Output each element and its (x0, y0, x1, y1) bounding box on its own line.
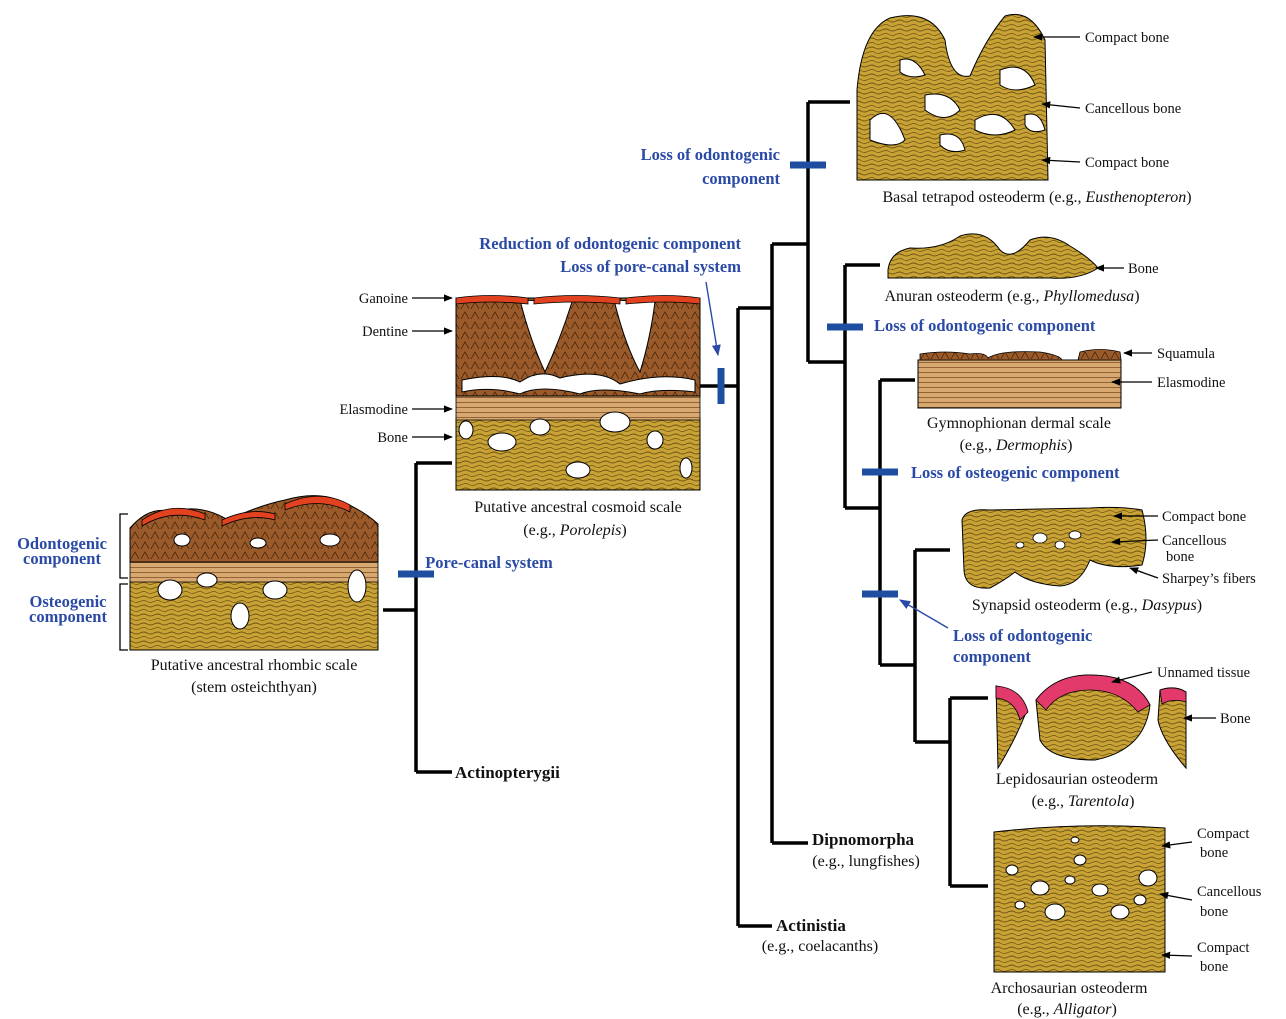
bracket-odontogenic (120, 514, 128, 578)
anuran-bone: Bone (1128, 261, 1159, 277)
cosmoid-caption-1: Putative ancestral cosmoid scale (474, 499, 681, 516)
loss-amphibian-label: Loss of odontogenic component (874, 316, 1096, 335)
archo-caption-2: (e.g., Alligator) (1017, 1001, 1117, 1018)
loss-osteo-label: Loss of osteogenic component (911, 463, 1120, 482)
rhombic-caption-2: (stem osteichthyan) (191, 679, 317, 696)
lepido-caption-1: Lepidosaurian osteoderm (996, 771, 1159, 788)
loss-synapsid-line-2: component (953, 647, 1031, 666)
basal-cancellous: Cancellous bone (1085, 101, 1181, 117)
arrow-basal-cancellous (1042, 104, 1080, 108)
branch-amniota (915, 550, 950, 742)
synapsid-osteoderm (962, 507, 1146, 588)
gymno-caption-2: (e.g., Dermophis) (960, 437, 1073, 454)
bone-label: Bone (377, 430, 408, 446)
component-brackets (120, 514, 128, 650)
dentine-label: Dentine (362, 324, 408, 340)
synapsid-bone (962, 507, 1146, 588)
basal-osteoderm (857, 14, 1048, 180)
dipnomorpha-eg: (e.g., lungfishes) (812, 853, 920, 870)
anuran-caption: Anuran osteoderm (e.g., Phyllomedusa) (884, 288, 1139, 305)
synapsid-caption: Synapsid osteoderm (e.g., Dasypus) (972, 597, 1202, 614)
cosmoid-elasmodine-layer (456, 394, 700, 420)
gymno-elasmodine-label: Elasmodine (1157, 375, 1225, 391)
basal-compact-2: Compact bone (1085, 155, 1169, 171)
archo-compact-1a: Compact (1197, 826, 1249, 842)
lepido-caption-2: (e.g., Tarentola) (1032, 793, 1135, 810)
rhombic-scale (130, 496, 378, 650)
branch-osteichthyes (416, 463, 452, 772)
gymno-caption-1: Gymnophionan dermal scale (927, 415, 1111, 432)
reduction-line-2: Loss of pore-canal system (560, 257, 741, 276)
gymno-squamula (920, 350, 1121, 361)
gymno-elasmodine (918, 360, 1121, 408)
anuran-osteoderm (888, 234, 1098, 278)
elasmodine-label: Elasmodine (340, 402, 408, 418)
cosmoid-scale (456, 296, 700, 491)
archo-cancellous-2: bone (1200, 904, 1228, 920)
loss-tetrapod-line-2: component (702, 169, 780, 188)
basal-compact-1: Compact bone (1085, 30, 1169, 46)
pore-canal-label: Pore-canal system (425, 553, 553, 572)
arrow-archo-compact2 (1162, 955, 1192, 956)
actinistia-label: Actinistia (776, 916, 846, 935)
branch-rhipidistia (772, 244, 808, 843)
rhombic-elasmodine-layer (130, 562, 378, 582)
actinistia-eg: (e.g., coelacanths) (762, 938, 878, 955)
syn-sharpey-label: Sharpey’s fibers (1162, 571, 1256, 587)
syn-compact-label: Compact bone (1162, 509, 1246, 525)
reduction-line-1: Reduction of odontogenic component (479, 234, 741, 253)
archo-osteoderm (994, 826, 1165, 972)
archo-caption-1: Archosaurian osteoderm (991, 980, 1148, 997)
osteogenic-label: Osteogeniccomponent (29, 592, 107, 626)
syn-cancellous-2: bone (1166, 549, 1194, 565)
leader-arrows (412, 37, 1216, 956)
basal-compact-bone (857, 14, 1048, 180)
lepido-bone-label: Bone (1220, 711, 1251, 727)
arrow-loss-synapsid (900, 600, 948, 628)
cosmoid-bone-layer (456, 418, 700, 490)
actinopterygii-label: Actinopterygii (455, 763, 560, 782)
branch-diapsida (950, 698, 988, 886)
loss-synapsid-line-1: Loss of odontogenic (953, 626, 1092, 645)
arrow-archo-compact1 (1162, 842, 1192, 846)
archo-compact-2a: Compact (1197, 940, 1249, 956)
basal-caption: Basal tetrapod osteoderm (e.g., Eustheno… (882, 189, 1191, 206)
ganoine-label: Ganoine (359, 291, 408, 307)
syn-cancellous-1: Cancellous (1162, 533, 1227, 549)
dipnomorpha-label: Dipnomorpha (812, 830, 915, 849)
arrow-syn-sharpey (1130, 568, 1158, 578)
cosmoid-caption-2: (e.g., Porolepis) (523, 522, 626, 539)
lepido-osteoderm (996, 675, 1186, 768)
arrow-unnamed (1112, 672, 1152, 682)
rhombic-caption-1: Putative ancestral rhombic scale (151, 657, 358, 674)
branch-lissamphibia (880, 380, 915, 665)
squamula-label: Squamula (1157, 346, 1216, 362)
arrow-reduction (706, 282, 718, 355)
archo-cancellous-1: Cancellous (1197, 884, 1262, 900)
bracket-osteogenic (120, 584, 128, 650)
unnamed-tissue-label: Unnamed tissue (1157, 665, 1250, 681)
loss-tetrapod-line-1: Loss of odontogenic (641, 145, 780, 164)
archo-compact-1b: bone (1200, 845, 1228, 861)
branch-sarcopterygii (700, 308, 772, 926)
archo-compact-2b: bone (1200, 959, 1228, 975)
gymno-scale (918, 350, 1121, 409)
